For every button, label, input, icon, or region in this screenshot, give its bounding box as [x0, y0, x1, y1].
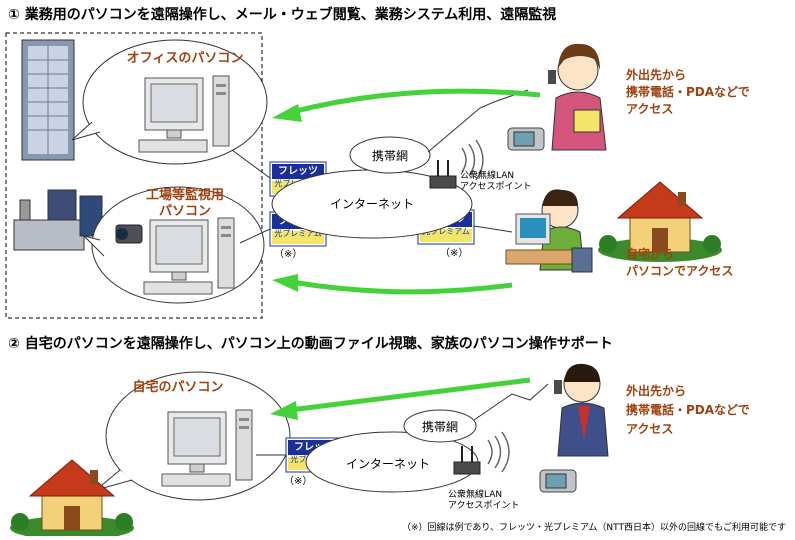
asterisk-4: （※） [284, 475, 312, 487]
asterisk-3: （※） [440, 247, 468, 259]
green-arrow-head-1 [272, 104, 302, 122]
hotspot-icon [429, 159, 457, 189]
mobile-signal-line [427, 89, 529, 153]
green-arrow-2 [291, 279, 513, 295]
hotspot2-label-line2: アクセスポイント [448, 500, 520, 511]
section2-title: ② 自宅のパソコンを遠隔操作し、パソコン上の動画ファイル視聴、家族のパソコン操作… [8, 335, 613, 352]
mobile2-access-line3: アクセス [626, 422, 673, 436]
asterisk-2: （※） [274, 248, 302, 260]
mobile2-access-line1: 外出先から [626, 383, 686, 398]
office-group-border [5, 32, 263, 319]
internet-label: インターネット [330, 197, 414, 211]
home-pc-label: 自宅のパソコン [132, 379, 223, 395]
hotspot-label-line1: 公衆無線LAN [460, 169, 514, 181]
mobile2-access-line2: 携帯電話・PDAなどで [626, 402, 750, 417]
pda-icon [507, 127, 545, 151]
mobile-access-line1: 外出先から [626, 67, 686, 82]
footnote: （※）回線は例であり、フレッツ・光プレミアム（NTT西日本）以外の回線でもご利用… [402, 521, 786, 533]
mobile-access-line2: 携帯電話・PDAなどで [626, 84, 750, 99]
office-pc-icon [138, 75, 230, 153]
section1-title: ① 業務用のパソコンを遠隔操作し、メール・ウェブ閲覧、業務システム利用、遠隔監視 [8, 6, 556, 23]
office-pc-label: オフィスのパソコン [127, 51, 244, 66]
man-at-desk-icon [505, 189, 593, 273]
mobile-network-label-2: 携帯網 [422, 419, 458, 434]
mobile-network-cloud-2 [403, 409, 477, 443]
factory-bubble-tail [82, 235, 105, 257]
office-building-icon [21, 39, 75, 161]
mobile-signal-line-2 [473, 383, 549, 421]
line-office-badge [231, 149, 271, 179]
factory-pc-label-line2: パソコン [159, 204, 211, 219]
woman-with-phone-icon [548, 43, 607, 151]
wave-icon-2 [487, 431, 510, 473]
internet-label-2: インターネット [346, 457, 430, 471]
camera-icon [115, 224, 143, 244]
mobile-access-line3: アクセス [626, 102, 673, 116]
house-icon-2 [9, 459, 135, 540]
mobile-network-label: 携帯網 [372, 148, 408, 163]
line-factory-badge [239, 228, 271, 244]
green-arrow-1 [291, 88, 541, 115]
home-pc-icon [161, 409, 253, 487]
svg-text:光プレミアム: 光プレミアム [274, 228, 321, 238]
hotspot2-label-line1: 公衆無線LAN [448, 488, 502, 500]
businessman-with-phone-icon [554, 363, 609, 457]
home-access-line1: 自宅から [626, 246, 674, 261]
home-access-line2: パソコンでアクセス [626, 264, 733, 278]
hotspot-label-line2: アクセスポイント [460, 181, 532, 192]
green-arrow-head-2 [272, 274, 298, 292]
pda-icon-2 [539, 469, 577, 493]
mobile-network-cloud [349, 136, 431, 174]
line-badge-homepc [473, 225, 513, 233]
office-bubble-tail [71, 121, 101, 141]
green-arrow-head-3 [270, 401, 298, 420]
green-arrow-3 [289, 377, 531, 413]
factory-pc-icon [143, 217, 235, 295]
factory-pc-label-line1: 工場等監視用 [146, 187, 224, 203]
svg-text:光プレミアム: 光プレミアム [422, 226, 469, 236]
svg-text:フレッツ: フレッツ [278, 165, 318, 177]
